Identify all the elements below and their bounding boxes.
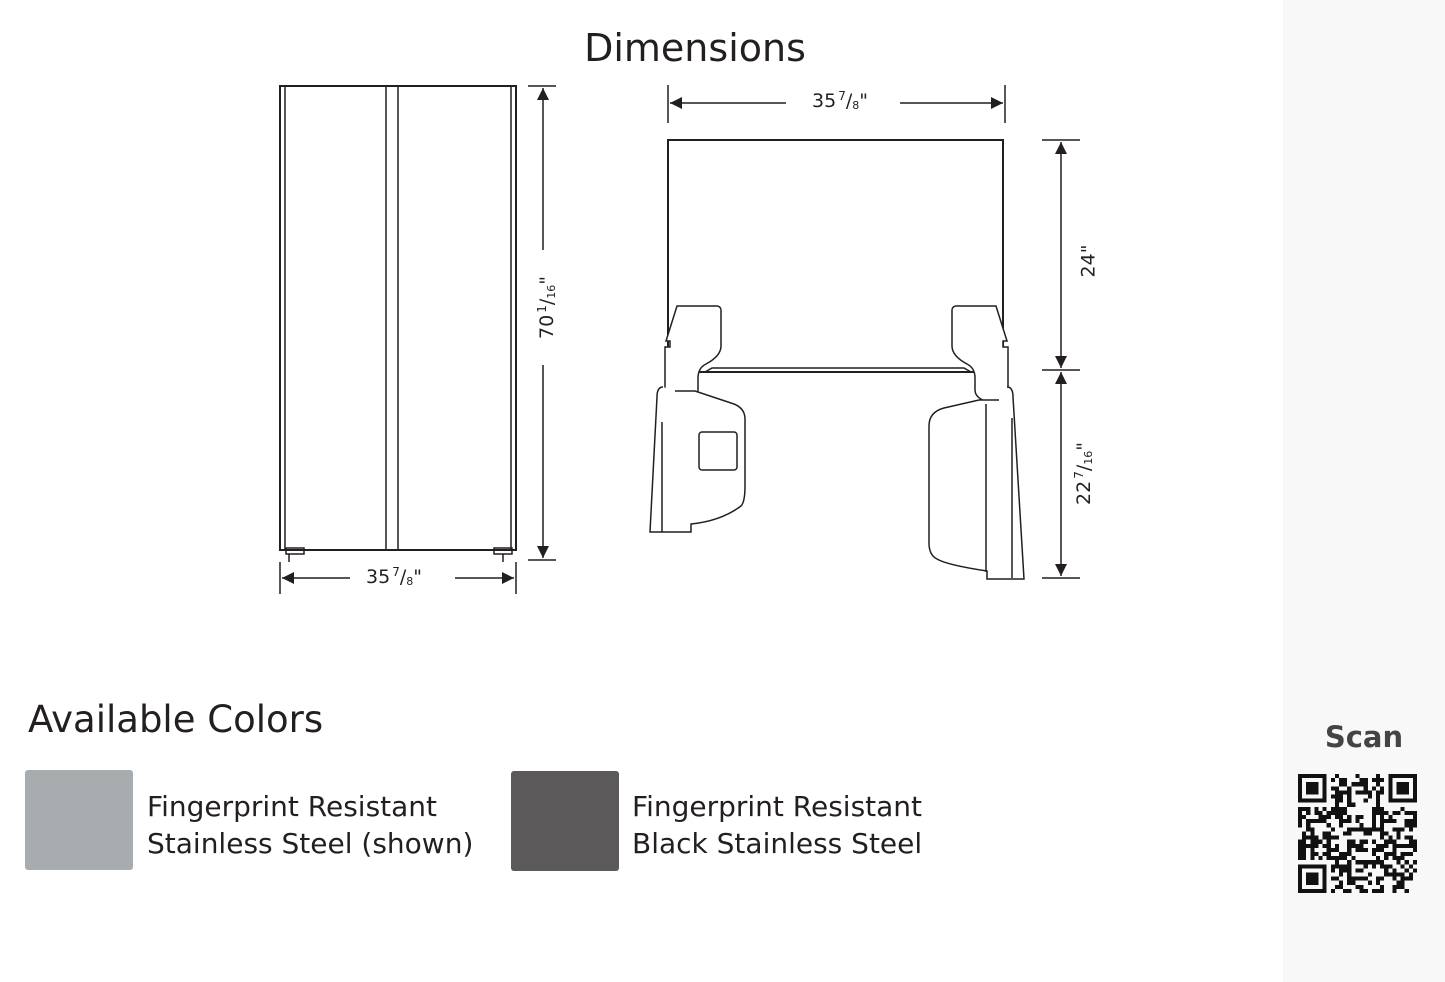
- top-view-fridge: [649, 139, 1025, 580]
- swatch-black-stainless: [511, 771, 619, 871]
- swatch-stainless-steel: [25, 770, 133, 870]
- door-depth-label: 227/16": [1071, 438, 1095, 509]
- top-width-dimension-line: [667, 85, 1006, 123]
- front-width-dimension-line: [279, 562, 517, 594]
- qr-panel: [1283, 0, 1445, 982]
- qr-modules: [1298, 774, 1417, 893]
- front-height-label: 701/16": [532, 272, 560, 343]
- depth-label: 24": [1077, 240, 1100, 282]
- qr-code[interactable]: [1298, 774, 1417, 893]
- available-colors-heading: Available Colors: [28, 698, 324, 741]
- page-title: Dimensions: [584, 26, 806, 70]
- front-view-fridge: [279, 85, 517, 562]
- front-height-dimension-line: [528, 85, 556, 561]
- scan-label: Scan: [1324, 720, 1404, 754]
- depth-dimension-line: [1042, 139, 1080, 579]
